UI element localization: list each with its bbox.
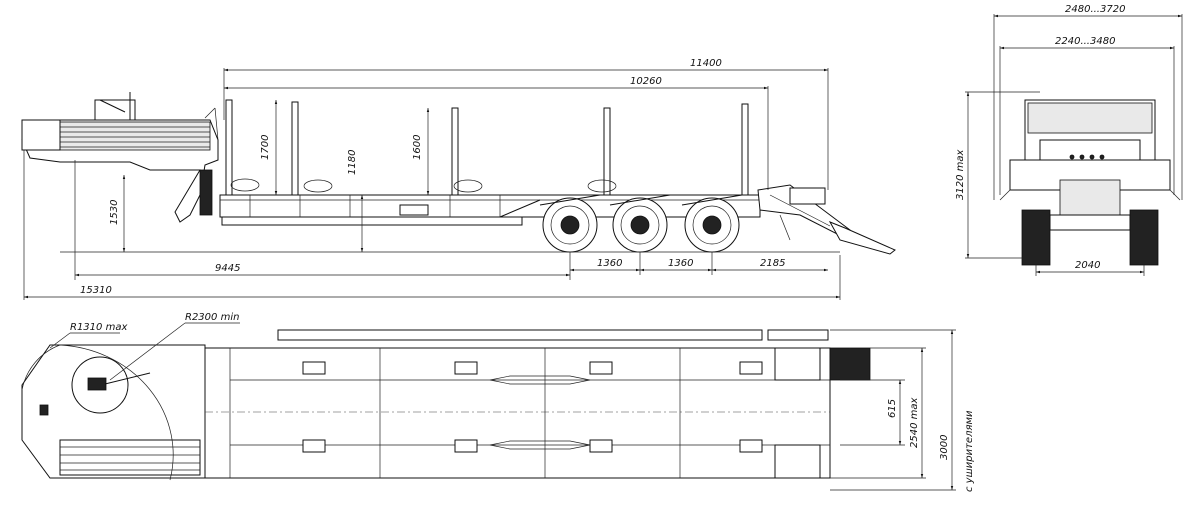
dim-total-length: 15310 xyxy=(80,285,112,296)
dim-axle-spacing-2: 1360 xyxy=(668,258,693,269)
deck xyxy=(219,194,761,226)
stakes xyxy=(225,99,749,196)
dim-axle-spacing-1: 1360 xyxy=(597,258,622,269)
top-dimensions: R1310 max R2300 min 615 2540 max 3000 с … xyxy=(49,312,975,492)
side-dimensions: 11400 10260 1700 1180 1600 1530 9445 136… xyxy=(23,58,841,300)
dim-deck-height: 1180 xyxy=(347,150,358,175)
dim-rear-max-height: 3120 max xyxy=(955,150,966,200)
dim-kingpin-to-axles: 9445 xyxy=(215,263,240,274)
rear-ramps xyxy=(757,184,896,255)
dim-rear-max-width: 2480...3720 xyxy=(1065,4,1125,15)
dim-rear-track: 2040 xyxy=(1075,260,1100,271)
gooseneck xyxy=(21,92,219,223)
dim-width-with-extenders: 3000 xyxy=(939,435,950,460)
dim-stake-height: 1700 xyxy=(260,135,271,160)
dim-ramp-gap: 615 xyxy=(887,399,898,418)
dim-deck-length: 10260 xyxy=(630,76,662,87)
dim-turn-radius: R2300 min xyxy=(185,312,239,323)
top-view: R1310 max R2300 min 615 2540 max 3000 с … xyxy=(21,312,975,492)
dim-front-radius: R1310 max xyxy=(70,322,127,333)
note-extenders: с уширителями xyxy=(964,410,975,492)
dim-rear-inner-width: 2240...3480 xyxy=(1055,36,1115,47)
rear-view: 2480...3720 2240...3480 3120 max 2040 xyxy=(955,4,1183,276)
dim-stake-height-mid: 1600 xyxy=(412,135,423,160)
dim-width-max: 2540 max xyxy=(909,398,920,448)
dim-rear-overhang: 2185 xyxy=(760,258,785,269)
dim-coupling-height: 1530 xyxy=(109,200,120,225)
side-view: 11400 10260 1700 1180 1600 1530 9445 136… xyxy=(21,58,896,300)
rear-dimensions: 2480...3720 2240...3480 3120 max 2040 xyxy=(955,4,1183,276)
axle-wheels xyxy=(539,194,743,253)
dim-overall-length: 11400 xyxy=(690,58,722,69)
